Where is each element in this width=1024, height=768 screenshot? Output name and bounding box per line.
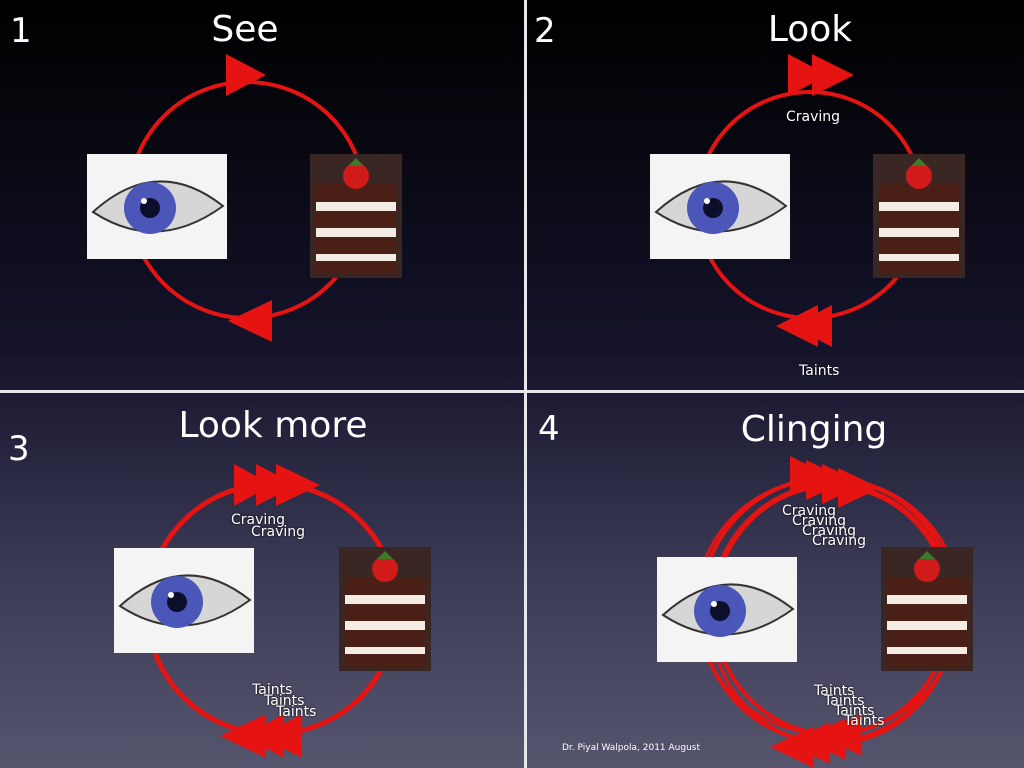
arrow-left-icon	[776, 305, 818, 347]
taints-label: Taints	[799, 364, 839, 378]
cake-photo-icon	[310, 154, 402, 278]
panel-number: 4	[538, 412, 560, 446]
taints-label: Taints	[276, 705, 316, 719]
panel-title: Look	[768, 12, 852, 48]
eye-photo-icon	[114, 548, 254, 653]
panel-number: 3	[8, 432, 30, 466]
craving-label: Craving	[251, 525, 305, 539]
arrow-left-icon	[228, 300, 272, 342]
eye-photo-icon	[657, 557, 797, 662]
panel-number: 2	[534, 14, 556, 48]
arrow-right-icon	[812, 54, 854, 96]
arrow-left-icon	[220, 714, 266, 758]
cake-photo-icon	[881, 547, 973, 671]
panel-title: Look more	[178, 408, 367, 444]
cycle-diagram-1	[0, 0, 512, 384]
panel-2-look: 2 Look Craving Taints	[512, 0, 1024, 384]
panel-3-look-more: 3 Look more Craving Craving Taints Taint…	[0, 384, 512, 768]
panel-4-clinging: 4 Clinging Craving Craving Craving Cravi…	[512, 384, 1024, 768]
credit-text: Dr. Piyal Walpola, 2011 August	[562, 743, 700, 753]
horizontal-divider	[0, 390, 1024, 393]
eye-photo-icon	[650, 154, 790, 259]
craving-label: Craving	[812, 534, 866, 548]
cake-photo-icon	[873, 154, 965, 278]
panel-title: See	[211, 12, 278, 48]
taints-label: Taints	[844, 714, 884, 728]
arrow-right-icon	[226, 54, 266, 96]
craving-label: Craving	[786, 110, 840, 124]
panel-title: Clinging	[741, 412, 887, 448]
panel-1-see: 1 See	[0, 0, 512, 384]
panel-number: 1	[10, 14, 32, 48]
arrow-right-icon	[276, 464, 320, 506]
cake-photo-icon	[339, 547, 431, 671]
arrow-right-icon	[838, 468, 880, 508]
eye-photo-icon	[87, 154, 227, 259]
vertical-divider	[524, 0, 527, 768]
